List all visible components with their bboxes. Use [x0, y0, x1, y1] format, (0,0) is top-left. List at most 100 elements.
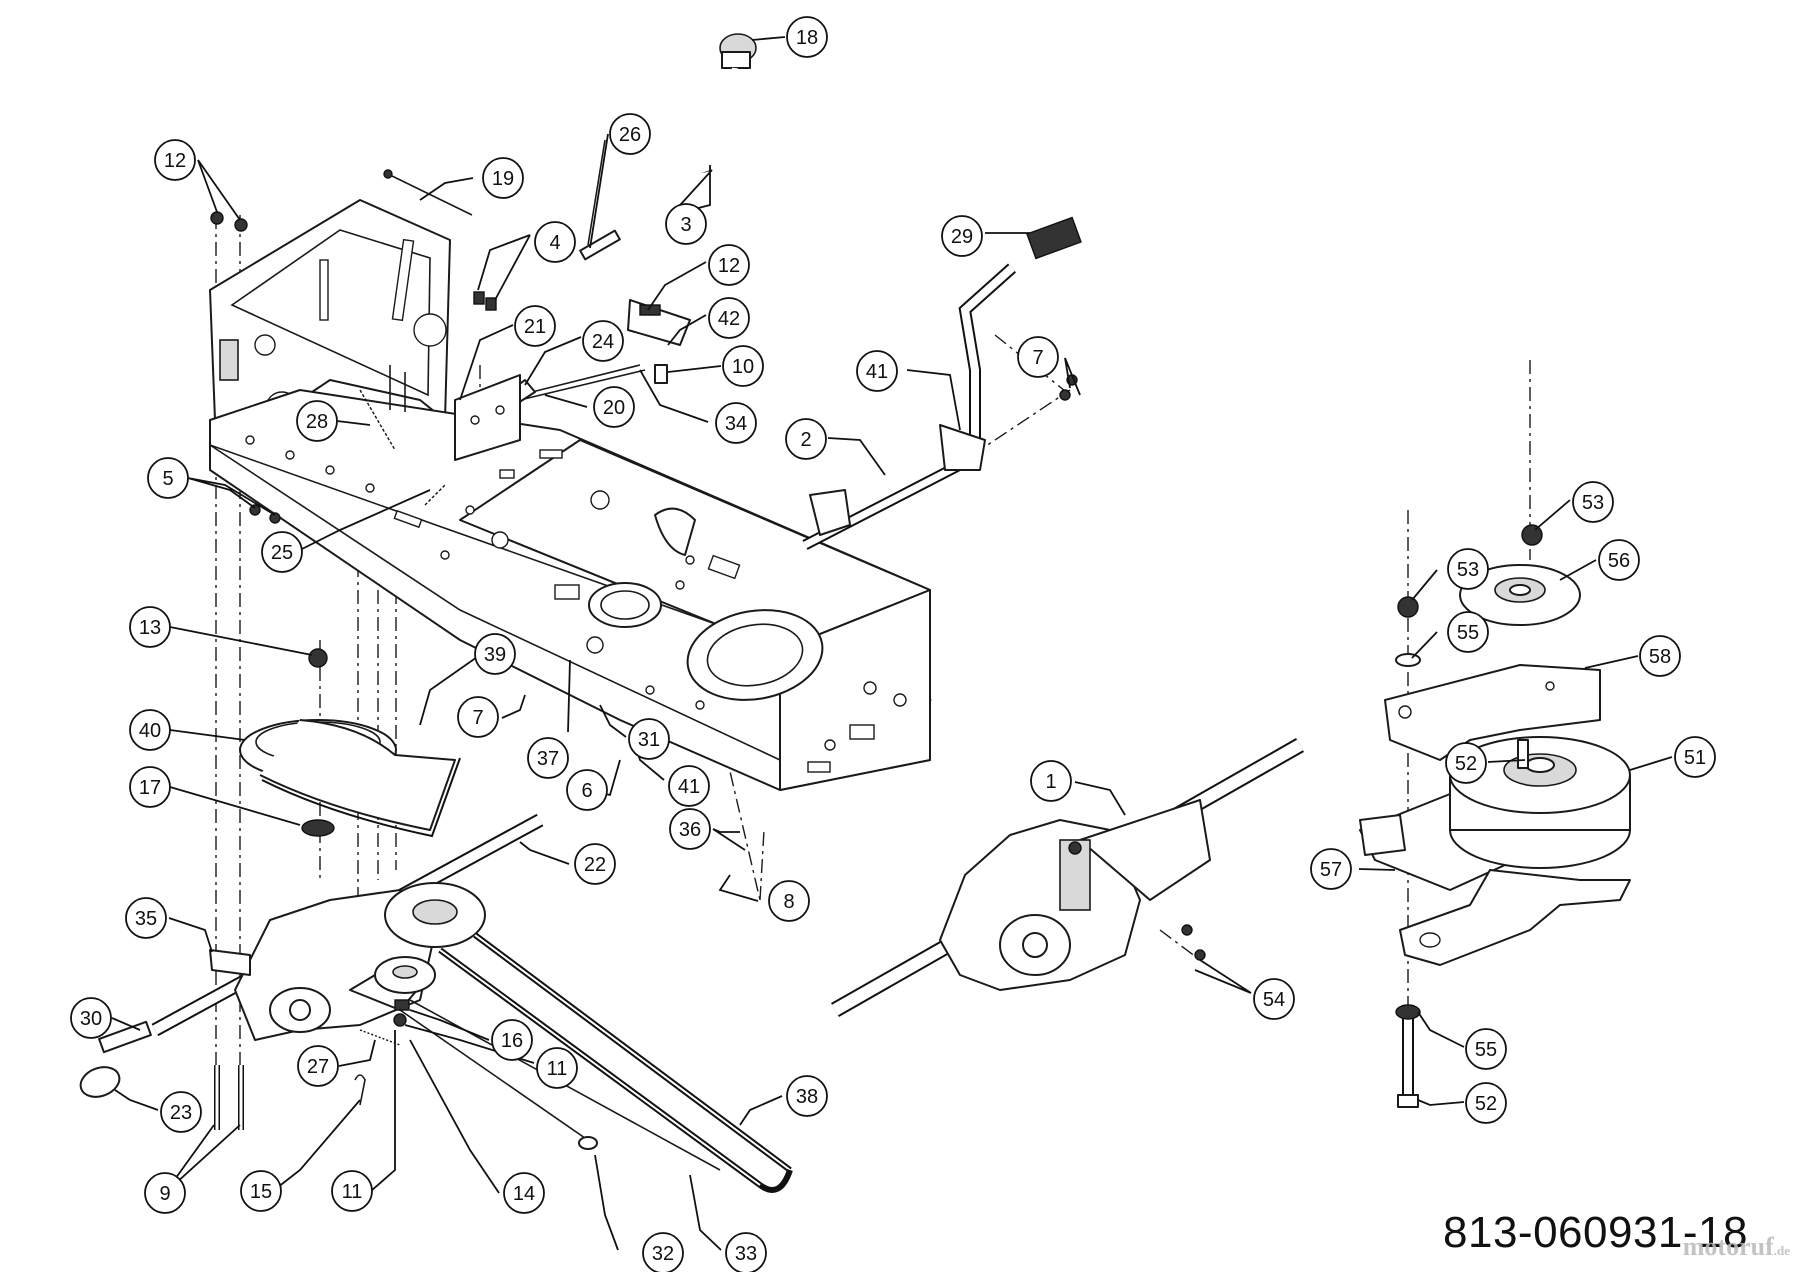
callout-circle [1030, 760, 1072, 802]
callout-11a: 11 [536, 1047, 578, 1089]
callout-number: 41 [678, 776, 700, 798]
brake-pedal-assembly [802, 216, 1082, 550]
watermark-brand: motoruf [1682, 1232, 1774, 1261]
callout-number: 56 [1608, 550, 1630, 572]
callout-number: 8 [783, 891, 794, 913]
callout-circle [1465, 1028, 1507, 1070]
callout-number: 32 [652, 1243, 674, 1265]
callout-number: 55 [1475, 1039, 1497, 1061]
callout-number: 17 [139, 777, 161, 799]
callout-7a: 7 [1017, 336, 1059, 378]
part-26 [579, 229, 621, 261]
callout-number: 24 [592, 331, 614, 353]
callout-14: 14 [503, 1172, 545, 1214]
callout-circle [261, 531, 303, 573]
callout-13: 13 [129, 606, 171, 648]
callout-number: 40 [139, 720, 161, 742]
callout-circle [154, 139, 196, 181]
callout-number: 34 [725, 413, 747, 435]
callout-circle [147, 457, 189, 499]
callout-4: 4 [534, 221, 576, 263]
callout-circle [668, 765, 710, 807]
callout-18a: 18 [786, 16, 828, 58]
callout-circle [129, 766, 171, 808]
callout-number: 31 [638, 729, 660, 751]
callout-number: 9 [159, 1183, 170, 1205]
callout-circle [1447, 611, 1489, 653]
callout-38: 38 [786, 1075, 828, 1117]
callout-41a: 41 [856, 350, 898, 392]
callout-51: 51 [1674, 736, 1716, 778]
callout-20: 20 [593, 386, 635, 428]
callout-number: 12 [718, 255, 740, 277]
callout-number: 41 [866, 361, 888, 383]
callout-number: 39 [484, 644, 506, 666]
engine-pulley-group [239, 648, 461, 838]
callout-number: 7 [472, 707, 483, 729]
callout-number: 12 [164, 150, 186, 172]
callout-number: 38 [796, 1086, 818, 1108]
callout-number: 33 [735, 1243, 757, 1265]
callout-22: 22 [574, 843, 616, 885]
callout-circle [527, 737, 569, 779]
bearing-17 [301, 819, 335, 837]
callout-number: 37 [537, 748, 559, 770]
callout-number: 3 [680, 214, 691, 236]
callout-circle [609, 113, 651, 155]
callout-number: 21 [524, 316, 546, 338]
callout-circle [1598, 539, 1640, 581]
callout-number: 10 [732, 356, 754, 378]
callout-number: 19 [492, 168, 514, 190]
callout-number: 5 [162, 468, 173, 490]
callout-37: 37 [527, 737, 569, 779]
callout-circle [514, 305, 556, 347]
callout-27: 27 [297, 1045, 339, 1087]
callout-7b: 7 [457, 696, 499, 738]
callout-58: 58 [1639, 635, 1681, 677]
callout-number: 28 [306, 411, 328, 433]
callout-12b: 12 [708, 244, 750, 286]
callout-26: 26 [609, 113, 651, 155]
callout-number: 27 [307, 1056, 329, 1078]
callout-55a: 55 [1447, 611, 1489, 653]
callout-29: 29 [941, 215, 983, 257]
callout-circle [296, 400, 338, 442]
watermark-suffix: .de [1773, 1243, 1790, 1258]
callout-15: 15 [240, 1170, 282, 1212]
callout-number: 52 [1455, 753, 1477, 775]
clip-4a [473, 291, 485, 305]
callout-circle [722, 345, 764, 387]
callout-circle [786, 16, 828, 58]
callout-number: 6 [581, 780, 592, 802]
callout-30: 30 [70, 997, 112, 1039]
lift-lever-linkage [210, 33, 757, 524]
callout-53a: 53 [1572, 481, 1614, 523]
watermark-logo: motoruf.de [1683, 1232, 1790, 1262]
callout-1: 1 [1030, 760, 1072, 802]
callout-number: 23 [170, 1102, 192, 1124]
callout-34: 34 [715, 402, 757, 444]
callout-number: 29 [951, 226, 973, 248]
callout-32: 32 [642, 1232, 684, 1274]
callout-12a: 12 [154, 139, 196, 181]
callout-41b: 41 [668, 765, 710, 807]
pedal-29 [1026, 216, 1082, 260]
callout-number: 14 [513, 1183, 535, 1205]
callout-circle [125, 897, 167, 939]
callout-number: 58 [1649, 646, 1671, 668]
idler-assembly [1359, 524, 1631, 1108]
callout-number: 54 [1263, 989, 1285, 1011]
callout-24: 24 [582, 320, 624, 362]
callout-6: 6 [566, 769, 608, 811]
callout-21: 21 [514, 305, 556, 347]
callout-23: 23 [160, 1091, 202, 1133]
callout-40: 40 [129, 709, 171, 751]
callout-10: 10 [722, 345, 764, 387]
callout-circle [708, 244, 750, 286]
callout-circle [628, 718, 670, 760]
callout-circle [1017, 336, 1059, 378]
callout-circle [457, 696, 499, 738]
callout-circle [297, 1045, 339, 1087]
